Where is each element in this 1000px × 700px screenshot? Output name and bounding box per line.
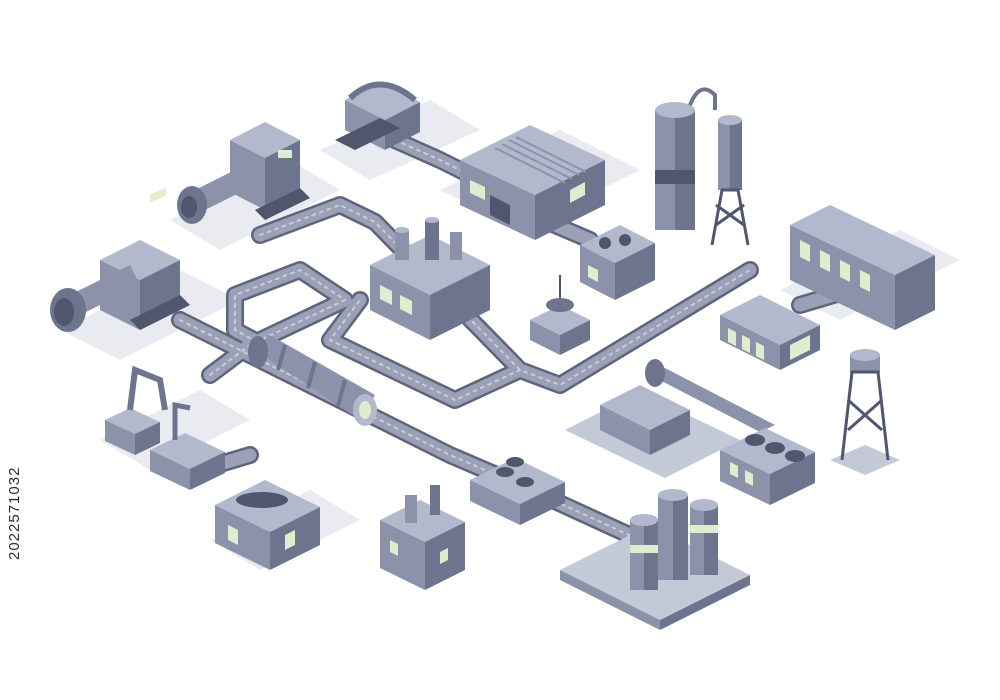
cooling-tower-icon: [655, 87, 717, 230]
conveyor-truck-icon: [335, 81, 420, 150]
factory-building-icon: [790, 205, 935, 330]
excavator-icon: [150, 401, 225, 490]
stock-id-label: 2022571032: [6, 466, 23, 560]
refinery-building-icon: [380, 485, 465, 590]
pipe-factory-icon: [565, 359, 775, 478]
distillation-tower-icon: [710, 115, 750, 246]
lattice-tower-icon: [830, 349, 900, 475]
tunnel-boring-machine-icon: [50, 187, 190, 332]
warehouse-building-icon: [460, 125, 605, 240]
small-building-icon: [580, 225, 655, 300]
processing-plant-icon: [370, 217, 490, 340]
pipeline-icon: [248, 335, 377, 426]
power-plant-icon: [560, 489, 750, 630]
antenna-station-icon: [530, 275, 590, 355]
office-building-icon: [720, 295, 820, 370]
tunnel-boring-machine-icon: [177, 122, 310, 224]
storage-tank-icon: [720, 428, 815, 505]
warehouse-building-icon: [215, 480, 320, 570]
tank-block-icon: [470, 457, 565, 525]
excavator-icon: [105, 365, 168, 455]
